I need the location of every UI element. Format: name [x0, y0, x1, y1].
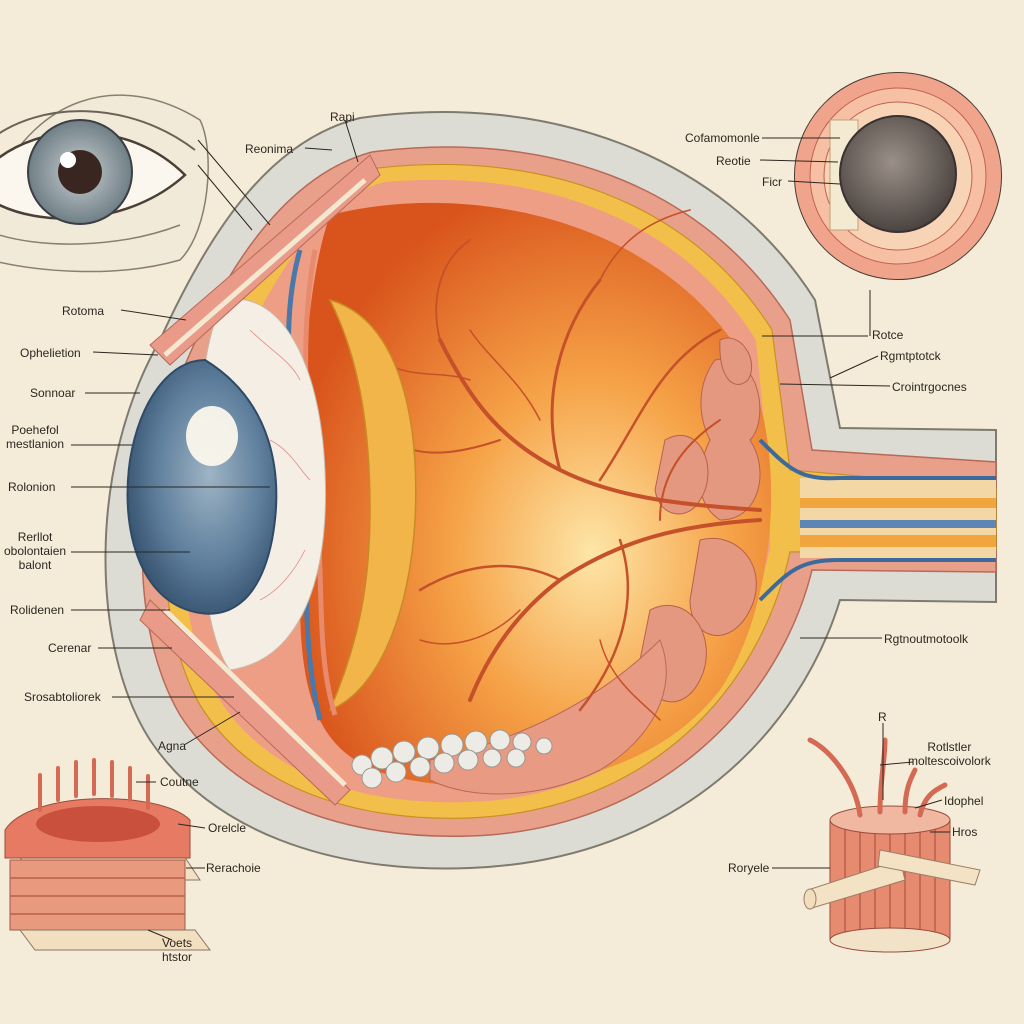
label-ophelietion: Ophelietion — [20, 346, 81, 360]
label-voets-htstor: Voets htstor — [162, 936, 193, 964]
eyeball-cross-section — [104, 111, 997, 870]
label-srosabtoliorek: Srosabtoliorek — [24, 690, 101, 704]
label-reonima: Reonima — [245, 142, 294, 156]
label-rerllot-obolontaien-balont: Rerllot obolontaien balont — [4, 530, 67, 572]
fat-cluster — [351, 729, 553, 789]
label-roryele: Roryele — [728, 861, 770, 875]
optic-disc-tissue — [639, 337, 761, 703]
label-rgtnoutmotoolk: Rgtnoutmotoolk — [884, 632, 969, 646]
iris-inset-circle — [794, 72, 1002, 280]
label-orelcle: Orelcle — [208, 821, 247, 835]
label-reotie: Reotie — [716, 154, 751, 168]
label-cerenar: Cerenar — [48, 641, 92, 655]
optic-nerve — [758, 438, 996, 602]
label-rotoma: Rotoma — [62, 304, 105, 318]
label-cofamomonle: Cofamomonle — [685, 131, 760, 145]
label-hros: Hros — [952, 825, 978, 839]
label-rolidenen: Rolidenen — [10, 603, 65, 617]
label-rotlstler-moltescoivolork: Rotlstler moltescoivolork — [908, 740, 991, 768]
label-crointrgocnes: Crointrgocnes — [892, 380, 967, 394]
label-rotce: Rotce — [872, 328, 904, 342]
label-rerachoie: Rerachoie — [206, 861, 261, 875]
label-idophel: Idophel — [944, 794, 984, 808]
label-coutne: Coutne — [160, 775, 199, 789]
label-rolonion: Rolonion — [8, 480, 56, 494]
external-eye-illustration — [0, 94, 209, 273]
label-muscle-r: R — [878, 710, 887, 724]
leader-lines — [71, 119, 950, 941]
tissue-block-illustration — [4, 758, 211, 951]
muscle-cylinder-illustration — [803, 737, 981, 953]
label-ficr: Ficr — [762, 175, 782, 189]
label-sonnoar: Sonnoar — [30, 386, 76, 400]
label-rapi: Rapi — [330, 110, 355, 124]
label-rgmtptotck: Rgmtptotck — [880, 349, 941, 363]
label-agna: Agna — [158, 739, 187, 753]
label-poehefol-mestlanion: Poehefol mestlanion — [6, 423, 65, 451]
